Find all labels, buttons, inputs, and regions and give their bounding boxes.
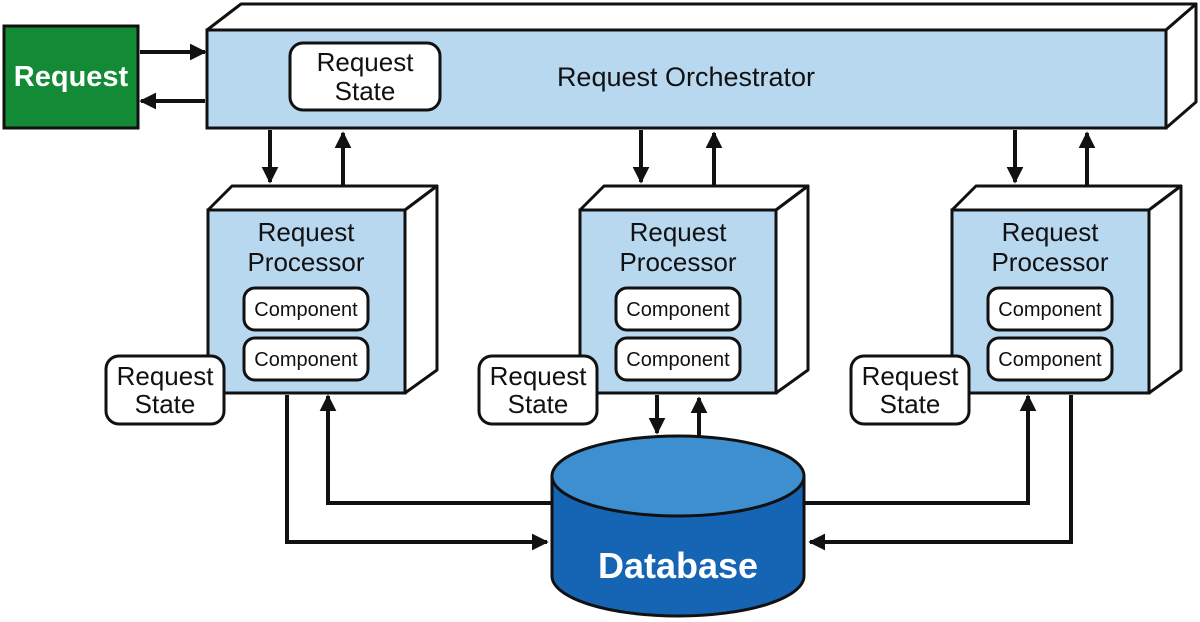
request-processor-2: Request Processor Component Component (578, 184, 810, 395)
arrow-icon (285, 395, 549, 551)
component-box: Component (242, 286, 370, 332)
orchestrator-label: Request Orchestrator (557, 62, 815, 92)
request-orchestrator: Request Orchestrator Request State (205, 2, 1198, 130)
processor-title-line1: Request (1002, 217, 1100, 247)
processor-title-line2: Processor (991, 247, 1108, 277)
component-box: Component (242, 336, 370, 382)
request-processor-1: Request Processor Component Component (206, 184, 439, 395)
component-box: Component (986, 286, 1114, 332)
component-label: Component (998, 349, 1102, 371)
request-processor-3: Request Processor Component Component (950, 184, 1183, 395)
component-label: Component (998, 299, 1102, 321)
database-label: Database (598, 545, 758, 586)
processor-1-request-state: Request State (104, 354, 226, 426)
processor-database-arrows (285, 394, 1073, 551)
component-box: Component (614, 336, 742, 382)
arrow-icon (319, 394, 554, 505)
request-orchestrator-arrows (139, 43, 207, 110)
arrow-icon (808, 395, 1073, 551)
processor-title-line1: Request (630, 217, 728, 247)
state-line1: Request (117, 361, 215, 391)
processor-2-request-state: Request State (477, 354, 599, 426)
state-line2: State (508, 389, 569, 419)
component-label: Component (626, 349, 730, 371)
request-label: Request (14, 61, 129, 93)
processor-3-request-state: Request State (849, 354, 971, 426)
component-box: Component (614, 286, 742, 332)
component-label: Component (254, 349, 358, 371)
state-line1: Request (490, 361, 588, 391)
component-label: Component (626, 299, 730, 321)
component-box: Component (986, 336, 1114, 382)
orchestrator-request-state: Request State (288, 41, 442, 112)
arrow-icon (803, 394, 1037, 505)
component-label: Component (254, 299, 358, 321)
orchestrator-state-line1: Request (317, 47, 415, 77)
state-line2: State (880, 389, 941, 419)
state-line1: Request (862, 361, 960, 391)
database-cylinder-icon (550, 434, 806, 618)
processor-title-line2: Processor (619, 247, 736, 277)
processor-title-line1: Request (258, 217, 356, 247)
orchestrator-processor-arrows (261, 130, 1096, 186)
state-line2: State (135, 389, 196, 419)
database: Database (550, 434, 806, 618)
orchestrator-state-line2: State (335, 76, 396, 106)
request-box: Request (2, 24, 140, 130)
processor-title-line2: Processor (247, 247, 364, 277)
